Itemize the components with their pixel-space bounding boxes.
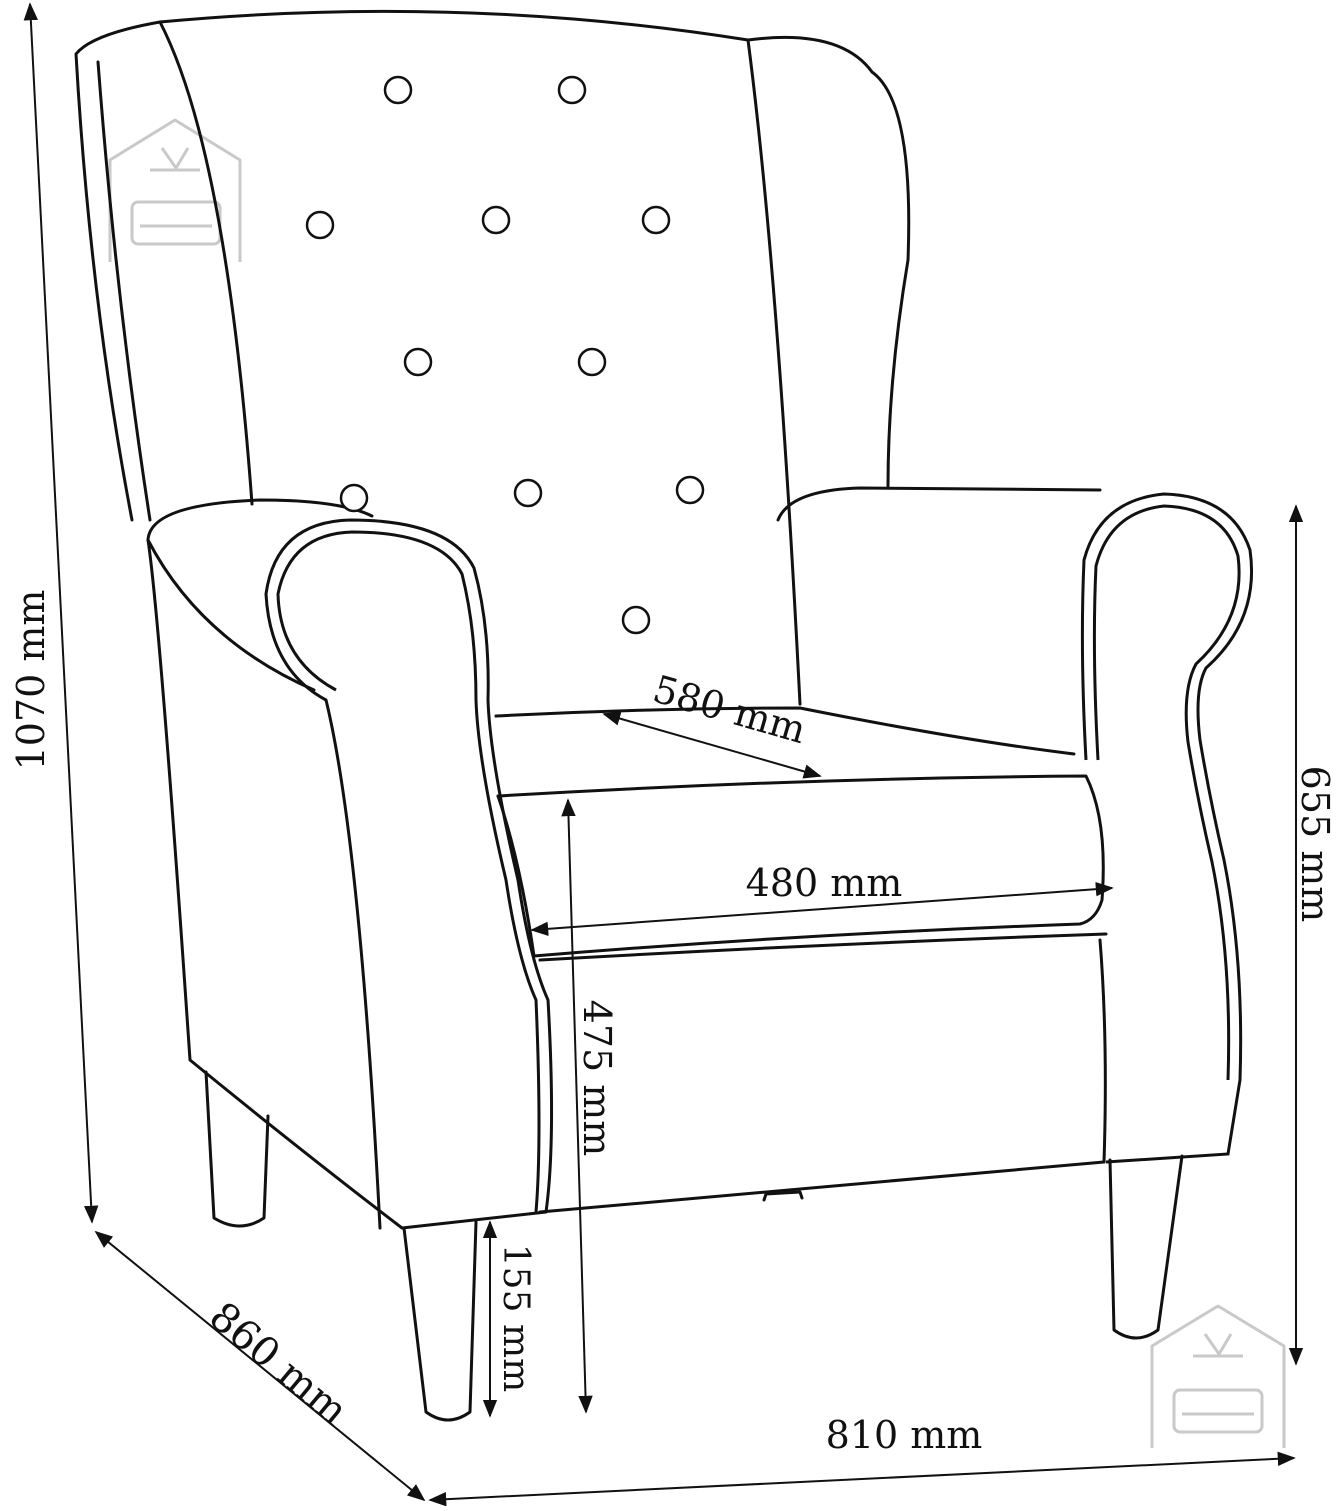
watermark-icon-bottom-right <box>1150 1304 1286 1448</box>
tuft-button <box>305 210 335 240</box>
tuft-button <box>339 483 369 513</box>
tuft-button <box>383 75 413 105</box>
dimension-line-width <box>428 1451 1296 1507</box>
label-seat-height: 475 mm <box>575 1000 619 1157</box>
tuft-button <box>621 605 651 635</box>
armchair-right-wing <box>746 36 911 488</box>
armchair-right-armrest <box>776 486 1254 1164</box>
tuft-button <box>403 347 433 377</box>
armchair-legs <box>204 1070 1184 1422</box>
dimension-line-seat-width <box>602 711 822 779</box>
tuft-button <box>641 205 671 235</box>
label-arm-height: 655 mm <box>1293 766 1337 923</box>
dimension-line-height <box>23 2 99 1224</box>
tuft-button <box>513 478 543 508</box>
armchair-seat <box>494 706 1108 1214</box>
label-depth: 860 mm <box>200 1293 356 1434</box>
watermark-icon-top-left <box>108 118 242 262</box>
label-leg-height: 155 mm <box>495 1244 536 1392</box>
label-total-height: 1070 mm <box>9 590 53 771</box>
dimension-lines <box>23 2 1304 1507</box>
armchair-left-armrest <box>146 498 554 1230</box>
tufted-buttons <box>305 75 705 635</box>
dimension-line-seat-height <box>561 798 593 1414</box>
armchair-left-wing <box>74 20 162 522</box>
tuft-button <box>577 347 607 377</box>
tuft-button <box>675 475 705 505</box>
dimension-line-seat-depth <box>530 881 1114 937</box>
label-width: 810 mm <box>826 1413 983 1457</box>
label-seat-depth: 480 mm <box>746 861 903 905</box>
label-seat-width: 580 mm <box>648 667 811 752</box>
tuft-button <box>557 75 587 105</box>
dimension-line-depth <box>94 1230 426 1502</box>
tuft-button <box>481 205 511 235</box>
